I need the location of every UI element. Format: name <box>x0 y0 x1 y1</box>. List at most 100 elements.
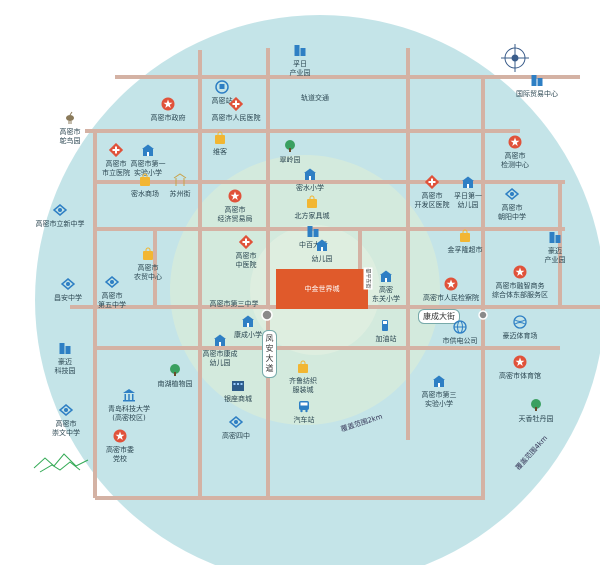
star-icon <box>513 265 527 279</box>
hat-icon <box>105 275 119 289</box>
place-label-power-company[interactable]: 市供电公司 <box>442 337 478 345</box>
school-icon <box>241 314 255 328</box>
place-label-kangcheng-primary[interactable]: 康成小学 <box>234 331 262 339</box>
building-icon <box>530 73 544 87</box>
place-label-nanhu-botanical[interactable]: 南湖植物园 <box>157 380 193 388</box>
place-label-mishui-mall[interactable]: 密水商场 <box>131 190 159 198</box>
place-label-fifth-middle[interactable]: 高密市第五中学 <box>98 292 126 309</box>
place-label-experimental-primary-1[interactable]: 高密市第一实验小学 <box>130 160 166 177</box>
school-icon <box>379 269 393 283</box>
tree-icon <box>529 398 543 412</box>
school-icon <box>303 167 317 181</box>
star-icon <box>161 97 175 111</box>
school-icon <box>461 175 475 189</box>
place-label-kangcheng-kindergarten[interactable]: 高密市康成幼儿园 <box>202 350 238 367</box>
place-label-haomai-tech[interactable]: 豪迈科技园 <box>54 358 76 375</box>
ball-icon <box>513 315 527 329</box>
hat-icon <box>61 277 75 291</box>
building-icon <box>306 224 320 238</box>
bird-icon <box>63 111 77 125</box>
bag-icon <box>213 131 227 145</box>
place-label-gaomi-station[interactable]: 高密站 <box>211 97 233 105</box>
place-label-haomai-stadium[interactable]: 豪迈体育场 <box>502 332 538 340</box>
project-center[interactable]: 中金世界城 <box>278 271 366 307</box>
place-label-liyi-middle[interactable]: 高密市立新中学 <box>35 220 85 228</box>
place-label-chaoyang-middle[interactable]: 高密市朝阳中学 <box>498 204 526 221</box>
bag-icon <box>305 195 319 209</box>
star-icon <box>513 355 527 369</box>
place-label-haomai-park[interactable]: 豪迈产业园 <box>544 247 566 264</box>
place-label-cuiling-garden[interactable]: 翠岭园 <box>279 156 301 164</box>
hat-icon <box>229 415 243 429</box>
place-label-dongguan-primary[interactable]: 高密东关小学 <box>372 286 400 303</box>
place-label-qingdao-university[interactable]: 青岛科技大学(高密校区) <box>108 405 150 422</box>
place-label-people-hospital[interactable]: 高密市人民医院 <box>211 114 261 122</box>
place-label-international-trade[interactable]: 国际贸易中心 <box>516 90 558 98</box>
place-label-gaomi-hospital-center[interactable]: 高密市中医院 <box>235 252 257 269</box>
school-icon <box>315 238 329 252</box>
place-label-economic-bureau[interactable]: 高密市经济贸易局 <box>217 206 253 223</box>
place-label-yinzuo-mall[interactable]: 银座商城 <box>224 395 252 403</box>
star-icon <box>444 277 458 291</box>
place-label-city-hospital[interactable]: 高密市市立医院 <box>102 160 130 177</box>
bag-icon <box>458 229 472 243</box>
place-label-furi-kindergarten[interactable]: 孚日第一幼儿园 <box>454 192 482 209</box>
place-label-changan-middle[interactable]: 昌安中学 <box>54 294 82 302</box>
place-label-industrial-park[interactable]: 孚日产业园 <box>289 60 311 77</box>
hat-icon <box>59 403 73 417</box>
place-label-suzhou-street[interactable]: 苏州街 <box>169 190 191 198</box>
museum-icon <box>122 388 136 402</box>
star-icon <box>228 189 242 203</box>
cross-icon <box>109 143 123 157</box>
road-label-kangcheng: 康成大街 <box>418 309 460 324</box>
cross-icon <box>425 175 439 189</box>
place-label-mishui-primary[interactable]: 密水小学 <box>296 184 324 192</box>
bag-icon <box>141 247 155 261</box>
junction-marker <box>478 310 488 320</box>
place-label-qilu-garment[interactable]: 齐鲁纺织服装城 <box>289 377 317 394</box>
bag-icon <box>296 360 310 374</box>
pavilion-icon <box>173 173 187 187</box>
tree-icon <box>283 139 297 153</box>
place-label-liyi-experimental[interactable]: 高密市崇文中学 <box>52 420 80 437</box>
place-label-ostrich-park[interactable]: 高密市鸵鸟园 <box>59 128 81 145</box>
bag-icon <box>138 173 152 187</box>
place-label-bus-station[interactable]: 汽车站 <box>293 416 315 424</box>
globe-icon <box>453 320 467 334</box>
place-label-third-middle[interactable]: 高密市第三中学 <box>209 300 259 308</box>
place-label-weike[interactable]: 维客 <box>213 148 227 156</box>
mall-icon <box>231 378 245 392</box>
place-label-sports-gym[interactable]: 高密市体育馆 <box>499 372 541 380</box>
cross-icon <box>229 97 243 111</box>
bus-icon <box>297 399 311 413</box>
place-label-city-government[interactable]: 高密市政府 <box>150 114 186 122</box>
school-icon <box>213 333 227 347</box>
place-label-third-experimental[interactable]: 高密市第三实验小学 <box>421 391 457 408</box>
hat-icon <box>505 187 519 201</box>
place-label-kindergarten-center[interactable]: 幼儿园 <box>311 255 333 263</box>
place-label-beifang-furniture[interactable]: 北方家具城 <box>294 212 330 220</box>
place-label-procuratorate[interactable]: 高密市人民检察院 <box>423 294 479 302</box>
compass-icon <box>501 44 529 72</box>
place-label-party-school[interactable]: 高密市委党校 <box>106 446 134 463</box>
hat-icon <box>53 203 67 217</box>
place-label-development-hospital[interactable]: 高密市开发区医院 <box>414 192 450 209</box>
train-icon <box>215 80 229 94</box>
place-label-tianxiang-garden[interactable]: 天香牡丹园 <box>518 415 554 423</box>
place-label-gaomi-fourth[interactable]: 高密四中 <box>222 432 250 440</box>
place-label-zhongbai[interactable]: 中百大厦 <box>299 241 327 249</box>
place-label-chuhe-center[interactable]: 高密市农贸中心 <box>134 264 162 281</box>
place-label-gas-station[interactable]: 加油站 <box>375 335 397 343</box>
school-icon <box>141 143 155 157</box>
building-icon <box>58 341 72 355</box>
building-icon <box>293 43 307 57</box>
place-label-business-center[interactable]: 高密市融智商务综合体东部服务区 <box>492 282 548 299</box>
building-icon <box>548 230 562 244</box>
star-icon <box>113 429 127 443</box>
place-label-jinping-supermarket[interactable]: 金孚隆超市 <box>447 246 483 254</box>
cross-icon <box>239 235 253 249</box>
place-label-testing-center[interactable]: 高密市检测中心 <box>501 152 529 169</box>
junction-marker <box>261 309 273 321</box>
place-label-rail-transit[interactable]: 轨道交通 <box>301 94 329 102</box>
pump-icon <box>379 318 393 332</box>
